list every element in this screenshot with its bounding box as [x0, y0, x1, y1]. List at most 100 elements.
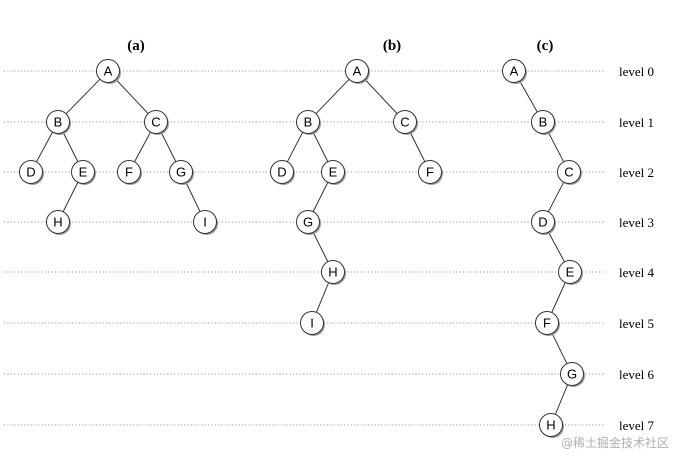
node-G: G	[560, 362, 585, 387]
node-A: A	[96, 59, 121, 84]
level-0-label: level 0	[619, 64, 654, 79]
node-circle	[296, 210, 320, 234]
node-B: B	[531, 110, 556, 135]
node-H: H	[46, 210, 71, 235]
node-G: G	[169, 160, 194, 185]
node-C: C	[144, 110, 169, 135]
node-label: H	[53, 215, 62, 230]
edge-C-F	[134, 131, 151, 163]
panel-0-label: (a)	[127, 38, 145, 54]
node-circle	[46, 110, 70, 134]
edge-B-E	[312, 132, 329, 162]
node-label: B	[54, 115, 63, 130]
node-circle	[560, 362, 584, 386]
trees: (a) A B C D E F G H I (b) A B C D E F G H I (c) A B C D E F G H	[19, 38, 585, 438]
edge-E-H	[62, 182, 79, 212]
node-circle	[96, 59, 120, 83]
node-I: I	[300, 311, 325, 336]
node-label: A	[510, 64, 519, 79]
panel-0-tree: (a) A B C D E F G H I	[19, 38, 218, 235]
edge-B-D	[36, 131, 53, 163]
node-label: G	[567, 367, 577, 382]
node-label: D	[538, 215, 547, 230]
node-E: E	[71, 160, 96, 185]
node-circle	[169, 160, 193, 184]
node-label: D	[26, 165, 35, 180]
node-D: D	[531, 210, 556, 235]
node-circle	[535, 311, 559, 335]
node-circle	[270, 160, 294, 184]
node-label: H	[328, 265, 337, 280]
edge-F-G	[551, 333, 568, 364]
node-label: F	[426, 165, 434, 180]
node-circle	[321, 160, 345, 184]
node-label: C	[151, 115, 160, 130]
edge-E-F	[551, 282, 566, 313]
node-A: A	[345, 59, 370, 84]
node-H: H	[321, 260, 346, 285]
node-circle	[502, 59, 526, 83]
watermark-text: @稀土掘金技术社区	[561, 435, 669, 450]
node-circle	[144, 110, 168, 134]
node-label: I	[203, 215, 207, 230]
edge-C-D	[547, 181, 565, 213]
node-circle	[531, 210, 555, 234]
node-B: B	[296, 110, 321, 135]
node-E: E	[558, 260, 583, 285]
node-circle	[539, 413, 563, 437]
edge-B-C	[547, 131, 565, 163]
edge-A-C	[364, 79, 398, 114]
node-circle	[117, 160, 141, 184]
node-label: I	[310, 316, 314, 331]
edge-A-B	[65, 78, 101, 115]
edge-A-B	[315, 78, 350, 115]
node-label: D	[277, 165, 286, 180]
panel-2-tree: (c) A B C D E F G H	[502, 38, 585, 438]
node-D: D	[270, 160, 295, 185]
edge-C-F	[409, 132, 426, 162]
node-C: C	[557, 160, 582, 185]
node-F: F	[535, 311, 560, 336]
node-label: G	[303, 215, 313, 230]
edge-B-E	[62, 132, 79, 162]
node-F: F	[418, 160, 443, 185]
panel-2-label: (c)	[537, 38, 554, 54]
node-label: F	[125, 165, 133, 180]
node-circle	[393, 110, 417, 134]
node-circle	[19, 160, 43, 184]
node-H: H	[539, 413, 564, 438]
node-circle	[345, 59, 369, 83]
node-label: F	[543, 316, 551, 331]
node-circle	[321, 260, 345, 284]
node-A: A	[502, 59, 527, 84]
level-3-label: level 3	[619, 215, 654, 230]
node-label: C	[564, 165, 573, 180]
node-circle	[71, 160, 95, 184]
edge-H-I	[315, 282, 330, 313]
edge-C-G	[160, 132, 177, 162]
edge-D-E	[548, 231, 565, 263]
node-circle	[296, 110, 320, 134]
node-label: B	[539, 115, 548, 130]
level-7-label: level 7	[619, 418, 655, 433]
node-G: G	[296, 210, 321, 235]
node-label: E	[566, 265, 575, 280]
panel-1-label: (b)	[383, 38, 401, 54]
edge-A-B	[519, 80, 538, 113]
level-labels: level 0 level 1 level 2 level 3 level 4 level…	[619, 64, 655, 433]
level-1-label: level 1	[619, 115, 654, 130]
edge-E-G	[312, 182, 329, 212]
node-E: E	[321, 160, 346, 185]
level-6-label: level 6	[619, 367, 655, 382]
node-circle	[557, 160, 581, 184]
panel-1-tree: (b) A B C D E F G H I	[270, 38, 443, 336]
node-label: A	[353, 64, 362, 79]
node-circle	[193, 210, 217, 234]
level-4-label: level 4	[619, 265, 655, 280]
edge-A-C	[115, 79, 149, 114]
level-2-label: level 2	[619, 165, 654, 180]
node-circle	[46, 210, 70, 234]
node-C: C	[393, 110, 418, 135]
node-B: B	[46, 110, 71, 135]
